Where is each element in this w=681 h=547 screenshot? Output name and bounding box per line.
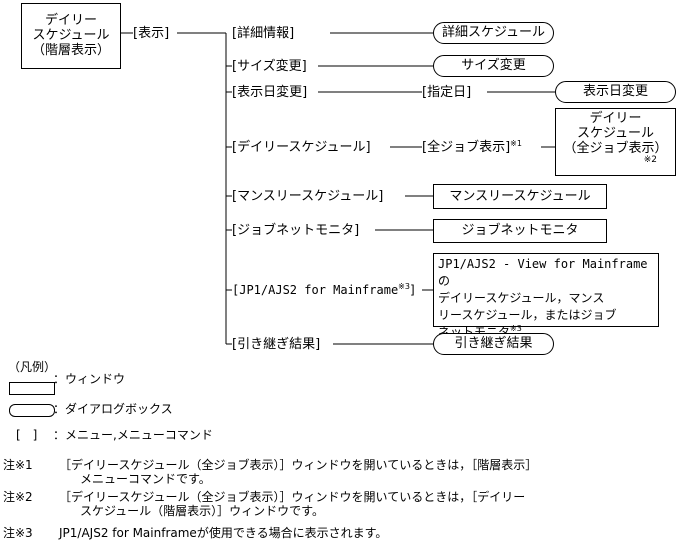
menu-date: [表示日変更] bbox=[232, 85, 308, 100]
dialog-size-change: サイズ変更 bbox=[433, 55, 554, 77]
note-1-label: 注※1 bbox=[3, 458, 33, 472]
window-monthly-schedule: マンスリースケジュール bbox=[433, 184, 607, 209]
note-2-line1: ［デイリースケジュール（全ジョブ表示）］ウィンドウを開いているときは，［デイリー bbox=[59, 490, 526, 504]
menu-mainframe-close: ] bbox=[409, 283, 415, 297]
legend-window-text: ：ウィンドウ bbox=[53, 372, 126, 386]
menu-display: [表示] bbox=[133, 26, 170, 41]
menu-detail: [詳細情報] bbox=[232, 26, 295, 41]
root-line2: スケジュール bbox=[32, 28, 110, 43]
submenu-all-jobs-label: [全ジョブ表示] bbox=[422, 140, 511, 155]
dialog-inherit-result: 引き継ぎ結果 bbox=[433, 333, 554, 355]
dialog-display-date-change: 表示日変更 bbox=[555, 81, 676, 103]
menu-inherit: [引き継ぎ結果] bbox=[232, 337, 321, 352]
submenu-all-jobs-note: ※1 bbox=[510, 139, 522, 148]
menu-mainframe-label: [JP1/AJS2 for Mainframe bbox=[232, 283, 399, 297]
daily-all-note: ※2 bbox=[643, 155, 657, 165]
window-jobnet-monitor-label: ジョブネットモニタ bbox=[461, 223, 579, 238]
note-1-line2: メニューコマンドです。 bbox=[80, 472, 211, 486]
menu-size: [サイズ変更] bbox=[232, 59, 307, 74]
dialog-size-change-label: サイズ変更 bbox=[461, 58, 526, 73]
dialog-detail-schedule-label: 詳細スケジュール bbox=[441, 25, 546, 40]
note-2-label: 注※2 bbox=[3, 490, 33, 504]
note-2: 注※2 ［デイリースケジュール（全ジョブ表示）］ウィンドウを開いているときは，［… bbox=[3, 490, 673, 520]
legend-dialog-text: ：ダイアログボックス bbox=[53, 402, 173, 416]
window-monthly-schedule-label: マンスリースケジュール bbox=[449, 189, 591, 204]
legend-menu-text: ：メニュー,メニューコマンド bbox=[53, 428, 213, 442]
legend-window-symbol bbox=[9, 382, 55, 395]
menu-monthly: [マンスリースケジュール] bbox=[232, 189, 384, 204]
submenu-all-jobs: [全ジョブ表示]※1 bbox=[422, 139, 522, 156]
dialog-detail-schedule: 詳細スケジュール bbox=[433, 22, 554, 44]
legend-menu-symbol: [ ] bbox=[16, 428, 38, 442]
daily-all-line2: スケジュール bbox=[576, 126, 655, 141]
mainframe-line2: デイリースケジュール，マンス bbox=[438, 291, 605, 305]
window-daily-schedule-all-jobs: デイリー スケジュール （全ジョブ表示） ※2 bbox=[555, 108, 676, 176]
mainframe-line1: JP1/AJS2 - View for Mainframeの bbox=[438, 257, 648, 288]
daily-all-line1: デイリー bbox=[589, 111, 642, 126]
root-line1: デイリー bbox=[44, 13, 97, 28]
note-3-line1: JP1/AJS2 for Mainframeが使用できる場合に表示されます。 bbox=[59, 526, 388, 540]
dialog-display-date-change-label: 表示日変更 bbox=[582, 84, 648, 99]
note-1-line1: ［デイリースケジュール（全ジョブ表示）］ウィンドウを開いているときは，［階層表示… bbox=[59, 458, 538, 472]
root-line3: （階層表示） bbox=[31, 43, 110, 58]
root-window-daily-schedule-hierarchy: デイリー スケジュール （階層表示） bbox=[21, 3, 121, 69]
submenu-specified-date: [指定日] bbox=[422, 85, 472, 100]
dialog-inherit-result-label: 引き継ぎ結果 bbox=[454, 336, 533, 351]
note-1: 注※1 ［デイリースケジュール（全ジョブ表示）］ウィンドウを開いているときは，［… bbox=[3, 458, 673, 488]
menu-daily: [デイリースケジュール] bbox=[232, 140, 371, 155]
menu-mainframe-note: ※3 bbox=[398, 282, 410, 291]
window-mainframe-view: JP1/AJS2 - View for Mainframeの デイリースケジュー… bbox=[433, 253, 659, 339]
daily-all-line3: （全ジョブ表示） bbox=[563, 141, 668, 156]
note-3: 注※3 JP1/AJS2 for Mainframeが使用できる場合に表示されま… bbox=[3, 526, 673, 542]
legend-title: （凡例） bbox=[8, 360, 57, 374]
window-jobnet-monitor: ジョブネットモニタ bbox=[433, 219, 607, 243]
note-2-line2: スケジュール（階層表示）］ウィンドウです。 bbox=[80, 504, 324, 518]
legend-dialog-symbol bbox=[9, 404, 55, 417]
mainframe-line3: リースケジュール，またはジョブ bbox=[438, 308, 617, 322]
menu-mainframe: [JP1/AJS2 for Mainframe※3] bbox=[232, 283, 415, 298]
mainframe-note: ※3 bbox=[510, 324, 522, 333]
menu-jobnet: [ジョブネットモニタ] bbox=[232, 223, 360, 238]
note-3-label: 注※3 bbox=[3, 526, 33, 540]
